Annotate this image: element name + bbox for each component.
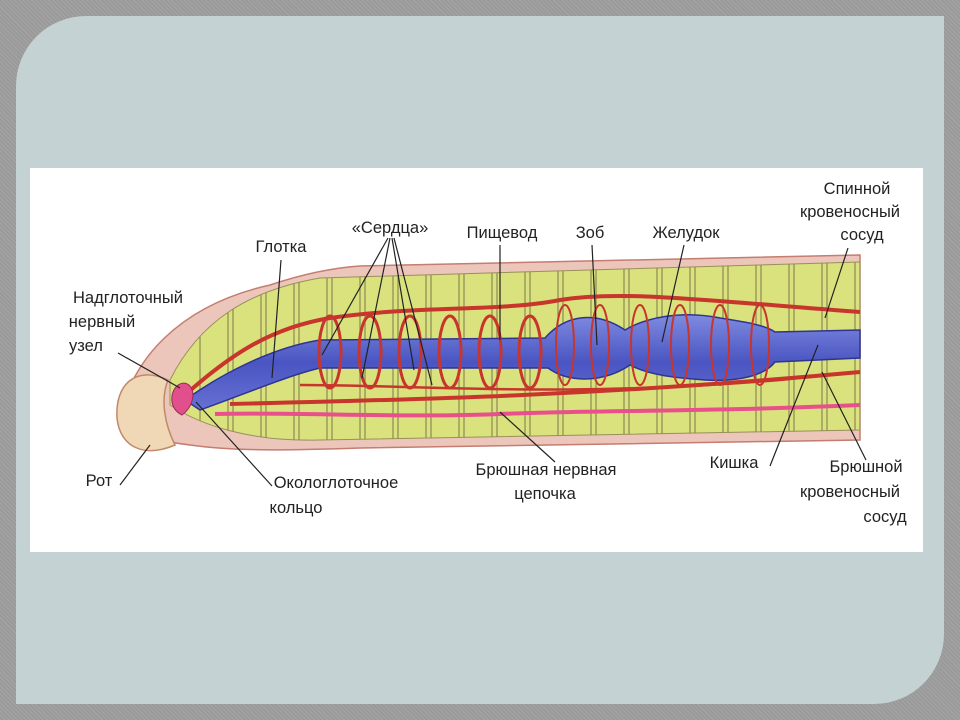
heart-ring	[357, 314, 383, 390]
vessel-ring	[670, 304, 690, 386]
label-mouth: Рот	[86, 472, 113, 490]
ventral-nerve-cord	[214, 403, 861, 418]
pharyngeal-ganglion-shape	[171, 382, 194, 416]
label-ventral-cord-1: Брюшная нервная	[476, 461, 617, 479]
label-ganglion-1: Надглоточный	[73, 289, 183, 307]
label-crop: Зоб	[576, 224, 605, 242]
heart-ring	[517, 314, 543, 390]
label-ventral-vessel-1: Брюшной	[829, 458, 902, 476]
label-spinal-vessel-2: кровеносный	[800, 203, 900, 221]
digestive-tract	[183, 314, 861, 411]
label-ventral-vessel-2: кровеносный	[800, 483, 900, 501]
body-segment	[199, 262, 229, 441]
label-hearts: «Сердца»	[352, 219, 429, 237]
label-intestine: Кишка	[710, 454, 760, 472]
heart-ring	[437, 314, 463, 390]
body-segment	[859, 262, 860, 441]
heart-ring	[397, 314, 423, 390]
body-segment	[232, 262, 262, 441]
vessel-ring	[590, 304, 610, 386]
label-ganglion-2: нервный	[69, 313, 135, 331]
label-ganglion-3: узел	[69, 337, 103, 355]
label-pharynx: Глотка	[256, 238, 308, 256]
heart-rings	[317, 304, 770, 390]
label-spinal-vessel-1: Спинной	[824, 180, 891, 198]
mouth-lobe	[116, 374, 177, 452]
vessel-ring	[750, 304, 770, 386]
vessel-ring	[555, 304, 575, 386]
leader-lines	[117, 237, 867, 487]
label-esophagus: Пищевод	[467, 224, 538, 242]
heart-ring	[477, 314, 503, 390]
label-ventral-vessel-3: сосуд	[863, 508, 907, 526]
label-stomach: Желудок	[652, 224, 720, 242]
label-spinal-vessel-3: сосуд	[840, 226, 884, 244]
label-ring-1: Окологлоточное	[274, 474, 399, 492]
label-ring-2: кольцо	[270, 499, 323, 517]
dorsal-blood-vessel	[183, 293, 861, 397]
heart-ring	[317, 314, 343, 390]
label-ventral-cord-2: цепочка	[514, 485, 576, 503]
vessel-ring	[710, 304, 730, 386]
vessel-ring	[630, 304, 650, 386]
